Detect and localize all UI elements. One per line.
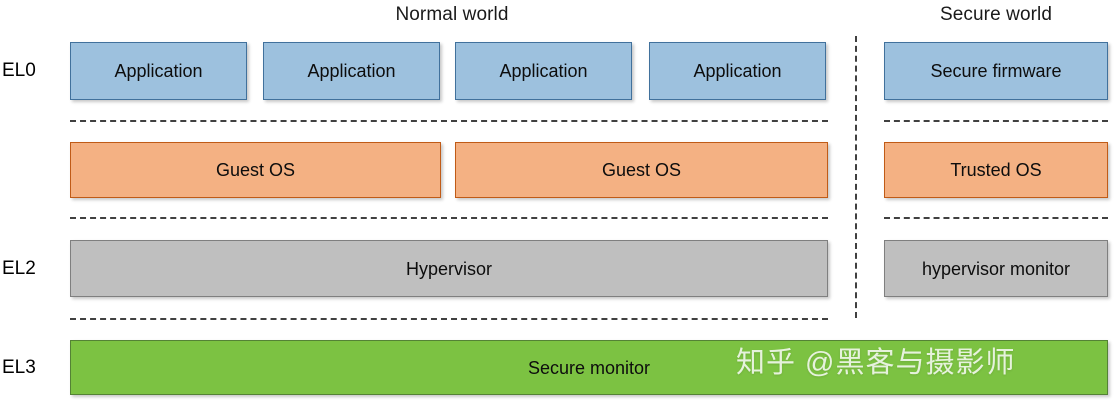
block-hypervisor-monitor[interactable]: hypervisor monitor xyxy=(884,240,1108,297)
block-application-4[interactable]: Application xyxy=(649,42,826,100)
exception-level-label-el0: EL0 xyxy=(2,60,36,81)
exception-level-label-el3: EL3 xyxy=(2,357,36,378)
block-guest-os-1[interactable]: Guest OS xyxy=(70,142,441,198)
block-guest-os-2[interactable]: Guest OS xyxy=(455,142,828,198)
block-hypervisor[interactable]: Hypervisor xyxy=(70,240,828,297)
block-trusted-os[interactable]: Trusted OS xyxy=(884,142,1108,198)
block-application-1[interactable]: Application xyxy=(70,42,247,100)
block-application-3[interactable]: Application xyxy=(455,42,632,100)
block-application-2[interactable]: Application xyxy=(263,42,440,100)
block-secure-firmware[interactable]: Secure firmware xyxy=(884,42,1108,100)
separator-el1-el2-normal xyxy=(70,217,828,219)
separator-el0-el1-secure xyxy=(884,120,1108,122)
world-title-normal: Normal world xyxy=(395,4,509,25)
world-title-secure: Secure world xyxy=(939,4,1053,25)
separator-el0-el1-normal xyxy=(70,120,828,122)
separator-el2-el3 xyxy=(70,318,828,320)
block-secure-monitor[interactable]: Secure monitor xyxy=(70,340,1108,395)
separator-el1-el2-secure xyxy=(884,217,1108,219)
separator-normal-secure-world xyxy=(855,36,857,318)
exception-level-label-el2: EL2 xyxy=(2,258,36,279)
